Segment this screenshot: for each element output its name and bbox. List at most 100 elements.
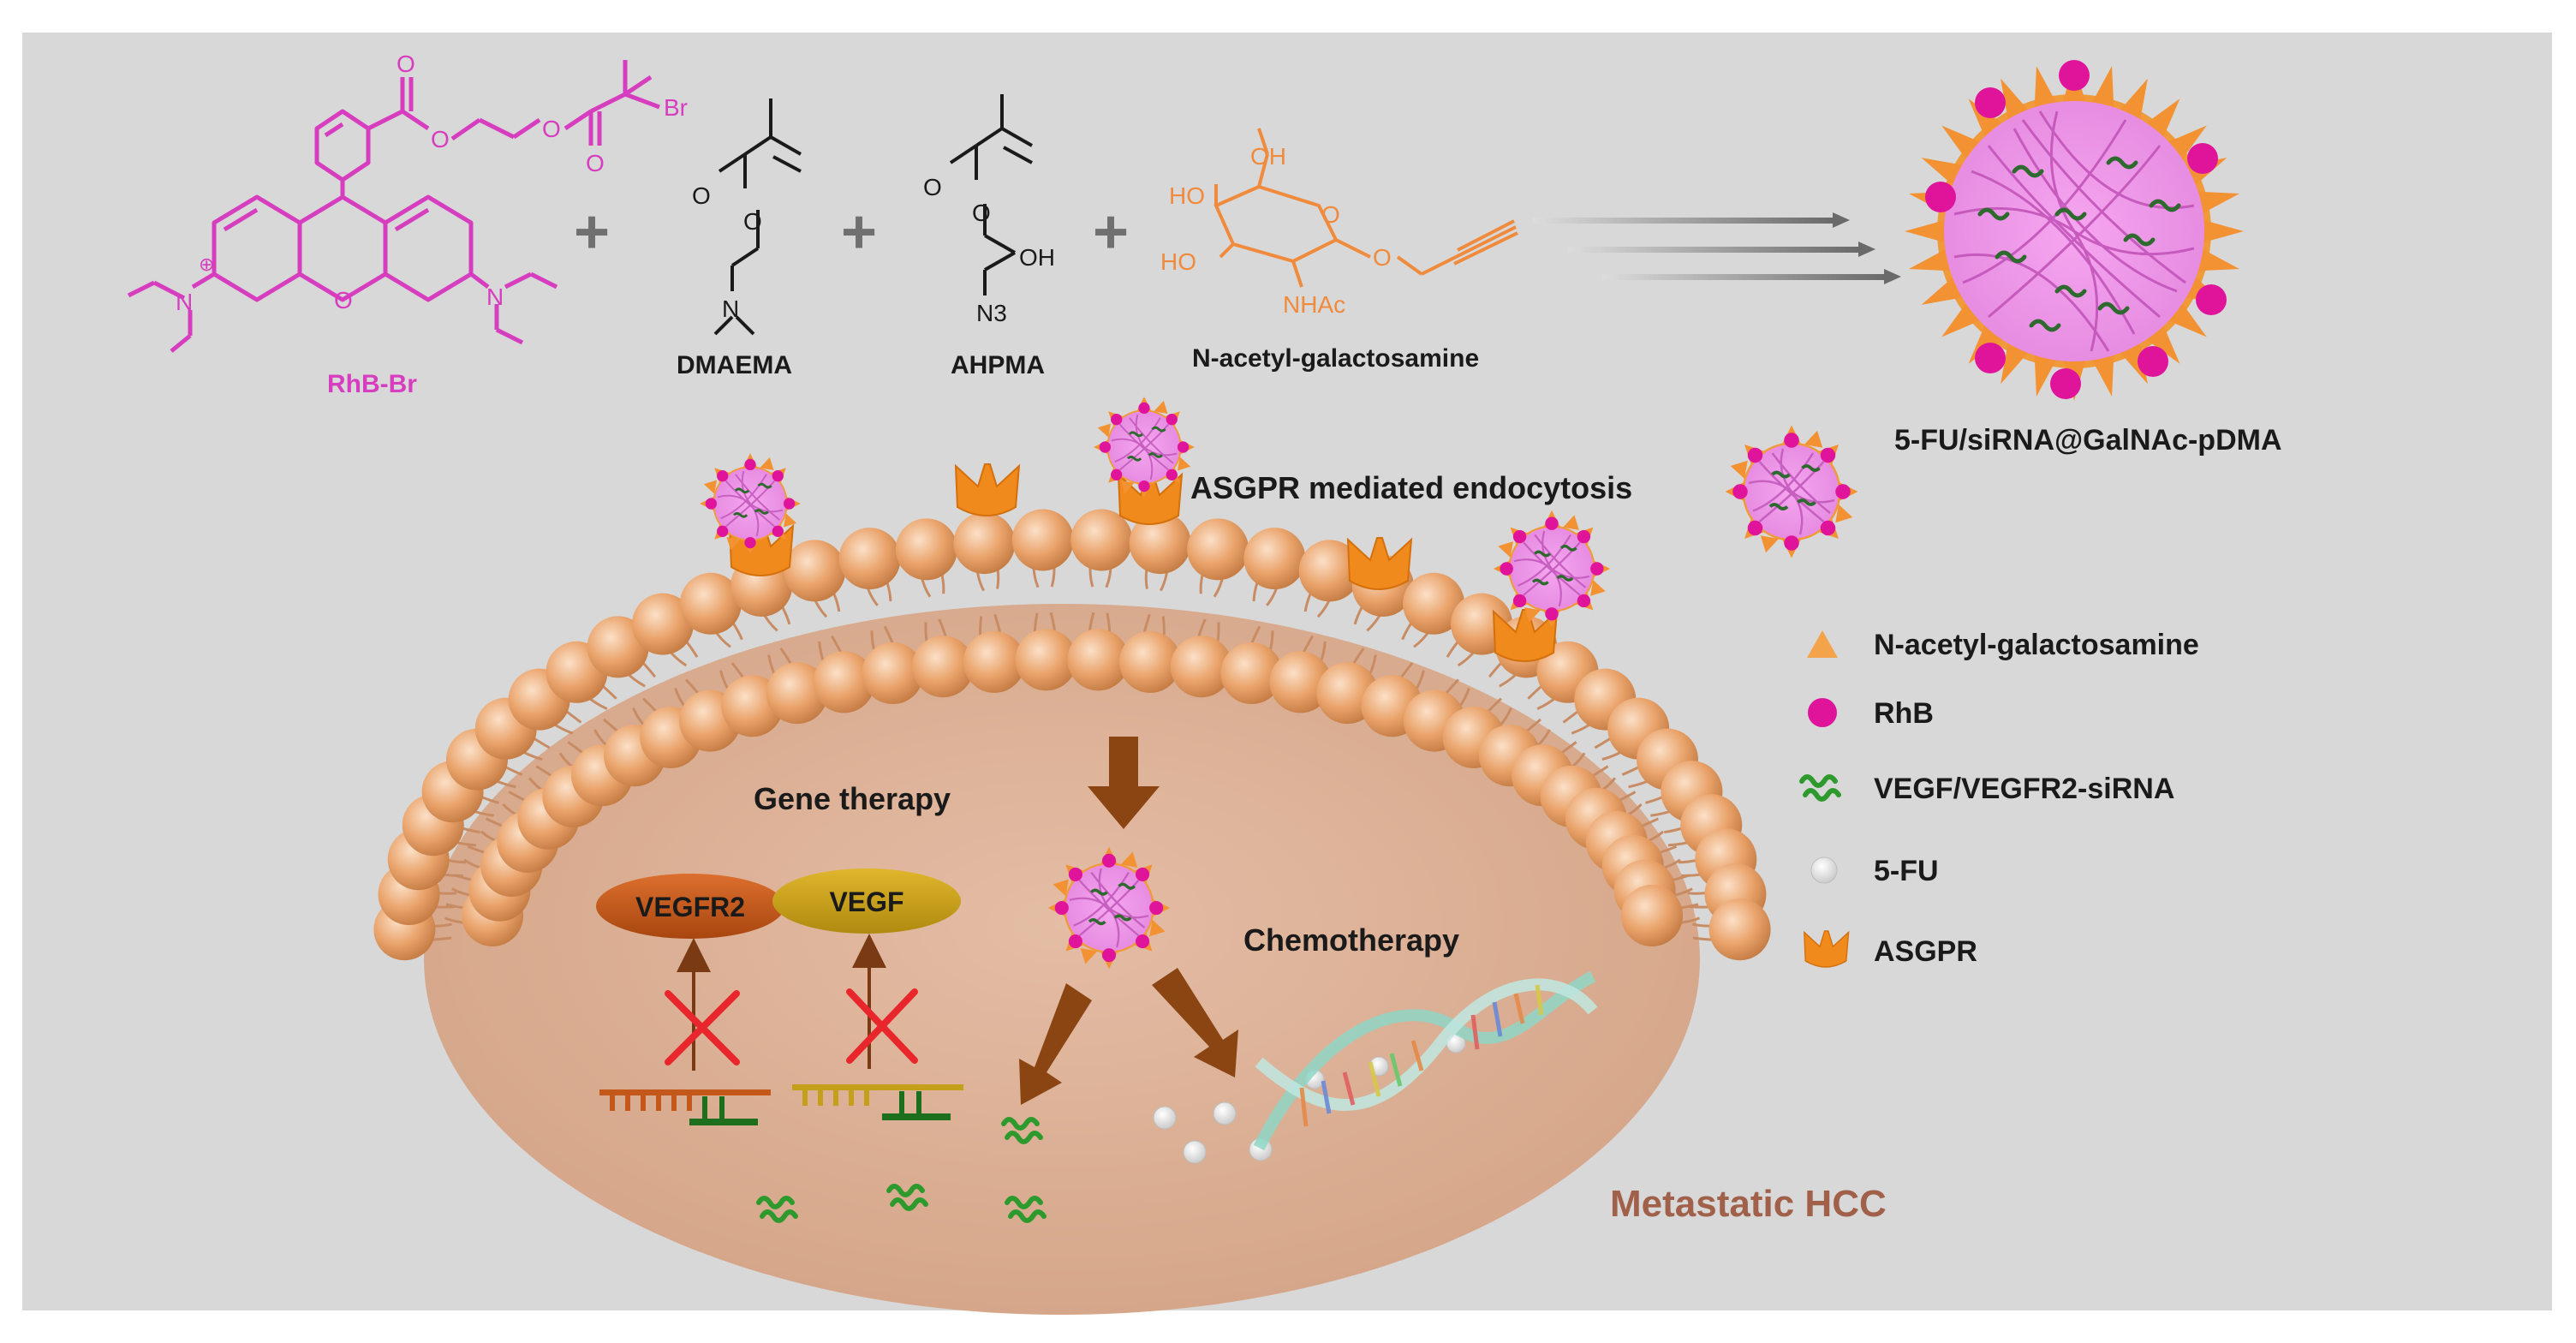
lipid-head	[1015, 629, 1077, 691]
lipid-head	[1129, 512, 1191, 575]
ahpma-label: AHPMA	[951, 351, 1045, 379]
galnac-linker	[1396, 219, 1518, 276]
legend: N-acetyl-galactosamine RhB VEGF/VEGFR2-s…	[1802, 629, 2199, 968]
lipid-head	[1298, 540, 1361, 602]
galnac-spike	[1905, 219, 1947, 243]
lipid-head	[1708, 898, 1771, 961]
lipid-head	[895, 518, 957, 581]
vegfr2-protein	[596, 874, 784, 939]
plus-sign-3: +	[1093, 198, 1129, 266]
rhb-atom-labels: O O O O Br N ⊕ O N	[176, 51, 688, 315]
rhb-atom-n-plus: N	[176, 289, 193, 315]
plus-sign-2: +	[841, 198, 877, 266]
lipid-head	[1119, 630, 1182, 693]
nanoparticle-free	[1723, 423, 1860, 560]
rhb-charge: ⊕	[199, 254, 214, 275]
lipid-head	[912, 636, 975, 698]
metastatic-hcc-label: Metastatic HCC	[1610, 1183, 1887, 1225]
rhb-atom-o-ester1: O	[431, 126, 450, 152]
lipid-head	[1070, 509, 1133, 571]
dmaema-atom-o2: O	[743, 208, 762, 235]
lipid-bilayer	[373, 509, 1771, 961]
galnac-atom-oh-top: OH	[1250, 143, 1286, 170]
dmaema-label: DMAEMA	[677, 351, 792, 379]
cell-body	[424, 604, 1700, 1315]
galnac-spike	[2202, 219, 2244, 243]
galnac-spike	[1921, 158, 1965, 187]
galnac-spike	[2119, 341, 2148, 385]
rhb-atom-n-right: N	[486, 284, 504, 310]
rhb-atom-br: Br	[664, 94, 688, 121]
rhb-atom-o-ester2: O	[542, 116, 561, 142]
lipid-head	[1403, 572, 1465, 635]
lipid-head	[1243, 528, 1306, 590]
lipid-head	[1170, 636, 1232, 698]
galnac-spike	[1921, 276, 1965, 305]
ahpma-structure	[949, 94, 1033, 295]
galnac-atom-ho-1: HO	[1169, 182, 1205, 209]
lipid-head	[1011, 509, 1074, 571]
dmaema-atom-o1: O	[692, 182, 711, 209]
lipid-head	[766, 662, 828, 725]
galnac-spike	[2119, 78, 2148, 122]
galnac-spike	[2034, 65, 2057, 110]
lipid-head	[1620, 884, 1683, 946]
galnac-atom-ho-2: HO	[1160, 248, 1196, 275]
mrna-vegf	[792, 1084, 963, 1120]
lipid-head	[953, 512, 1016, 575]
legend-label-asgpr: ASGPR	[1874, 935, 1977, 968]
galnac-spike	[2091, 65, 2114, 110]
rhb-br-label: RhB-Br	[327, 370, 417, 398]
lipid-head	[1067, 629, 1130, 691]
lipid-head	[1269, 651, 1332, 713]
galnac-spike	[2001, 78, 2030, 122]
galnac-atom-o-link: O	[1373, 244, 1392, 271]
ahpma-atom-o2: O	[972, 200, 991, 226]
legend-label-5fu: 5-FU	[1874, 855, 1939, 887]
legend-label-rhb: RhB	[1874, 697, 1934, 730]
galnac-spike	[1908, 248, 1953, 272]
lipid-head	[679, 572, 742, 635]
internalization-arrow	[1088, 737, 1160, 829]
lipid-head	[1220, 642, 1283, 705]
reaction-arrows	[1533, 212, 1901, 284]
chemotherapy-label: Chemotherapy	[1243, 922, 1459, 958]
product-nanoparticle	[1905, 60, 2244, 401]
lipid-head	[813, 651, 875, 713]
galnac-atom-labels: OH HO HO O O NHAc	[1160, 143, 1392, 318]
galnac-spike	[2091, 353, 2114, 397]
nanoparticle-released	[1046, 845, 1172, 971]
plus-sign-1: +	[574, 198, 610, 266]
galnac-spike	[2196, 248, 2240, 272]
dmaema-atom-labels: O O N	[692, 182, 762, 322]
nanoparticle-bound-3	[1492, 509, 1612, 629]
ahpma-atom-o1: O	[923, 174, 942, 200]
product-label: 5-FU/siRNA@GalNAc-pDMA	[1894, 424, 2282, 457]
legend-label-sirna: VEGF/VEGFR2-siRNA	[1874, 773, 2174, 805]
vegf-protein	[772, 868, 961, 934]
ahpma-atom-n3: N3	[976, 300, 1007, 326]
galnac-spike	[2034, 353, 2057, 397]
galnac-atom-o-ring: O	[1321, 201, 1340, 228]
lipid-head	[1187, 518, 1249, 581]
galnac-spike	[2001, 341, 2030, 385]
legend-label-galnac: N-acetyl-galactosamine	[1874, 629, 2199, 661]
release-arrows	[1019, 968, 1238, 1105]
triangle-icon	[1807, 630, 1838, 658]
endocytosis-label: ASGPR mediated endocytosis	[1190, 470, 1632, 505]
gene-therapy-label: Gene therapy	[754, 781, 951, 816]
dna-helix	[1253, 970, 1598, 1151]
magenta-dot-icon	[1808, 698, 1837, 727]
galnac-label: N-acetyl-galactosamine	[1192, 344, 1479, 373]
lipid-head	[631, 593, 694, 655]
ahpma-atom-oh: OH	[1019, 244, 1055, 271]
lipid-head	[862, 642, 924, 705]
dmaema-structure	[713, 98, 802, 336]
blocked-translation	[665, 934, 918, 1071]
ahpma-atom-labels: O O OH N3	[923, 174, 1055, 326]
nanoparticle-bound-1	[698, 451, 802, 556]
rhb-br-structure	[127, 60, 660, 353]
lipid-head	[784, 540, 846, 602]
vegf-label: VEGF	[829, 886, 903, 917]
